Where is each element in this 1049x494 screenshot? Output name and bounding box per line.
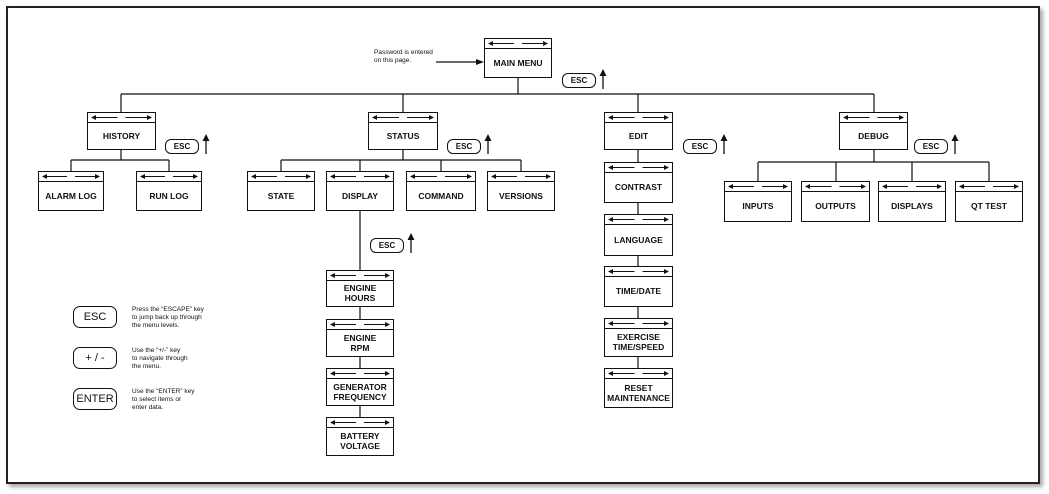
versions-label: VERSIONS xyxy=(499,190,543,201)
command-node[interactable]: COMMAND xyxy=(406,171,476,211)
nav-arrows-icon xyxy=(728,184,788,189)
esc-button-status[interactable]: ESC xyxy=(447,139,481,154)
display-node[interactable]: DISPLAY xyxy=(326,171,394,211)
esc-button-display[interactable]: ESC xyxy=(370,238,404,253)
reset-maintenance-label: RESET MAINTENANCE xyxy=(607,382,670,403)
inputs-label: INPUTS xyxy=(742,201,774,211)
state-node[interactable]: STATE xyxy=(247,171,315,211)
up-arrow-icon xyxy=(202,134,210,154)
nav-arrows-icon xyxy=(410,174,472,179)
contrast-label: CONTRAST xyxy=(614,182,663,192)
main-menu-label: MAIN MENU xyxy=(493,57,543,68)
time-date-label: TIME/DATE xyxy=(615,286,662,296)
command-label: COMMAND xyxy=(418,190,464,201)
run-log-node[interactable]: RUN LOG xyxy=(136,171,202,211)
nav-arrows-icon xyxy=(882,184,942,189)
status-menu-node[interactable]: STATUS xyxy=(368,112,438,150)
esc-button-main[interactable]: ESC xyxy=(562,73,596,88)
language-label: LANGUAGE xyxy=(614,234,663,245)
qt-test-label: QT TEST xyxy=(971,201,1007,211)
nav-arrows-icon xyxy=(488,41,548,46)
engine-rpm-node[interactable]: ENGINE RPM xyxy=(326,319,394,357)
nav-arrows-icon xyxy=(330,174,390,179)
language-node[interactable]: LANGUAGE xyxy=(604,214,673,256)
nav-arrows-icon xyxy=(251,174,311,179)
legend-enter-key: ENTER xyxy=(73,388,117,410)
diagram-frame xyxy=(6,6,1040,484)
nav-arrows-icon xyxy=(491,174,551,179)
nav-arrows-icon xyxy=(91,115,152,120)
nav-arrows-icon xyxy=(140,174,198,179)
nav-arrows-icon xyxy=(608,165,669,170)
nav-arrows-icon xyxy=(330,420,390,425)
esc-button-edit[interactable]: ESC xyxy=(683,139,717,154)
engine-rpm-label: ENGINE RPM xyxy=(343,332,377,353)
battery-voltage-label: BATTERY VOLTAGE xyxy=(340,431,380,451)
nav-arrows-icon xyxy=(608,115,669,120)
nav-arrows-icon xyxy=(608,321,669,326)
nav-arrows-icon xyxy=(330,322,390,327)
engine-hours-label: ENGINE HOURS xyxy=(343,283,377,303)
display-label: DISPLAY xyxy=(341,190,379,201)
state-label: STATE xyxy=(267,190,295,201)
esc-button-debug[interactable]: ESC xyxy=(914,139,948,154)
nav-arrows-icon xyxy=(42,174,100,179)
nav-arrows-icon xyxy=(608,269,669,274)
displays-label: DISPLAYS xyxy=(891,201,933,211)
contrast-node[interactable]: CONTRAST xyxy=(604,162,673,203)
qt-test-node[interactable]: QT TEST xyxy=(955,181,1023,222)
main-menu-node[interactable]: MAIN MENU xyxy=(484,38,552,78)
nav-arrows-icon xyxy=(959,184,1019,189)
legend-plus-minus-text: Use the “+/-” key to navigate through th… xyxy=(132,347,188,370)
debug-label: DEBUG xyxy=(858,130,889,141)
history-label: HISTORY xyxy=(102,130,141,141)
alarm-log-label: ALARM LOG xyxy=(45,190,97,201)
up-arrow-icon xyxy=(599,69,607,89)
reset-maintenance-node[interactable]: RESET MAINTENANCE xyxy=(604,368,673,408)
time-date-node[interactable]: TIME/DATE xyxy=(604,266,673,307)
status-label: STATUS xyxy=(386,130,420,141)
legend-esc-key: ESC xyxy=(73,306,117,328)
nav-arrows-icon xyxy=(372,115,434,120)
engine-hours-node[interactable]: ENGINE HOURS xyxy=(326,270,394,307)
exercise-time-speed-node[interactable]: EXERCISE TIME/SPEED xyxy=(604,318,673,357)
nav-arrows-icon xyxy=(608,217,669,222)
legend-esc-text: Press the “ESCAPE” key to jump back up t… xyxy=(132,306,204,329)
versions-node[interactable]: VERSIONS xyxy=(487,171,555,211)
up-arrow-icon xyxy=(951,134,959,154)
outputs-label: OUTPUTS xyxy=(815,201,856,211)
exercise-time-speed-label: EXERCISE TIME/SPEED xyxy=(612,332,665,352)
alarm-log-node[interactable]: ALARM LOG xyxy=(38,171,104,211)
debug-menu-node[interactable]: DEBUG xyxy=(839,112,908,150)
edit-label: EDIT xyxy=(628,130,649,141)
up-arrow-icon xyxy=(484,134,492,154)
outputs-node[interactable]: OUTPUTS xyxy=(801,181,870,222)
run-log-label: RUN LOG xyxy=(149,190,189,201)
generator-frequency-label: GENERATOR FREQUENCY xyxy=(333,381,387,402)
edit-menu-node[interactable]: EDIT xyxy=(604,112,673,150)
password-note: Password is entered on this page. xyxy=(374,49,433,64)
nav-arrows-icon xyxy=(330,273,390,278)
generator-frequency-node[interactable]: GENERATOR FREQUENCY xyxy=(326,368,394,406)
nav-arrows-icon xyxy=(608,371,669,376)
nav-arrows-icon xyxy=(330,371,390,376)
up-arrow-icon xyxy=(720,134,728,154)
nav-arrows-icon xyxy=(805,184,866,189)
history-menu-node[interactable]: HISTORY xyxy=(87,112,156,150)
esc-button-history[interactable]: ESC xyxy=(165,139,199,154)
up-arrow-icon xyxy=(407,233,415,253)
battery-voltage-node[interactable]: BATTERY VOLTAGE xyxy=(326,417,394,456)
displays-node[interactable]: DISPLAYS xyxy=(878,181,946,222)
legend-enter-text: Use the “ENTER” key to select items or e… xyxy=(132,388,195,411)
inputs-node[interactable]: INPUTS xyxy=(724,181,792,222)
legend-plus-minus-key: + / - xyxy=(73,347,117,369)
nav-arrows-icon xyxy=(843,115,904,120)
